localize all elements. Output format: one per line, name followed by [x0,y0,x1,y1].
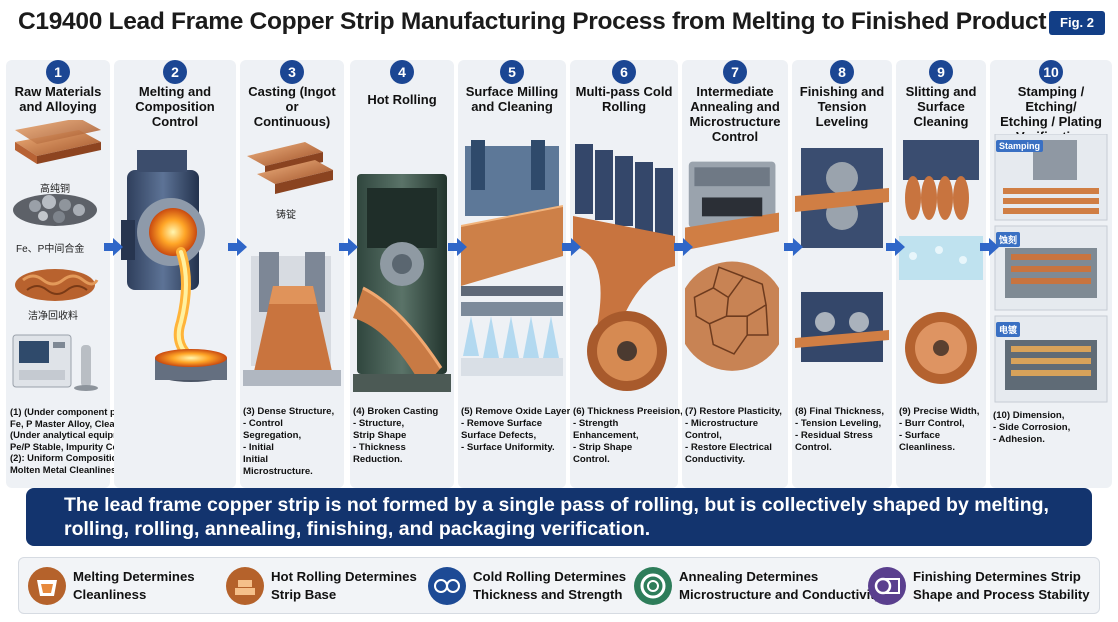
step-4-panel: 4 Hot Rolling (4) Broken Casting - Struc… [350,60,454,488]
step-number-badge: 1 [46,60,70,84]
illus-label-stamping: Stamping [996,140,1044,152]
step-10-panel: 10 Stamping / Etching/Etching / PlatingV… [990,60,1112,488]
step-number-badge: 3 [280,60,304,84]
step-number-badge: 10 [1039,60,1063,84]
arrow-right-icon [562,238,581,256]
illus-label-recycled-scrap: 洁净回收料 [28,311,78,322]
step-description: (3) Dense Structure, - Control Segregati… [243,406,335,477]
summary-line-2: rolling, rolling, annealing, finishing, … [64,518,651,540]
step-description: (6) Thickness Preeision, - Strength Enha… [573,406,683,465]
arrow-right-icon [886,238,905,256]
arrow-right-icon [228,238,247,256]
step-number-badge: 4 [390,60,414,84]
crucible-icon [28,567,66,605]
summary-line-1: The lead frame copper strip is not forme… [64,494,1049,516]
illus-label-master-alloy: Fe、P中间合金 [16,244,85,255]
arrow-right-icon [674,238,693,256]
step-number-badge: 7 [723,60,747,84]
arrow-right-icon [784,238,803,256]
step-description: (9) Precise Width, - Burr Control, - Sur… [899,406,980,453]
page-title: C19400 Lead Frame Copper Strip Manufactu… [18,8,1047,35]
step-number-badge: 8 [830,60,854,84]
casting-illustration [243,142,341,386]
illus-label-etching: 蚀刻 [996,232,1021,247]
milling-cleaning-illustration [461,140,563,376]
cold-rolling-mill-illustration [573,144,675,391]
stamping-etching-plating-illustration [994,134,1108,403]
illus-label-high-purity-copper: 高纯铜 [40,184,70,195]
arrow-right-icon [104,238,123,256]
step-description: (5) Remove Oxide Layer, - Remove Surface… [461,406,573,453]
slitting-cleaning-illustration [899,140,983,384]
arrow-right-icon [980,238,999,256]
step-number-badge: 6 [612,60,636,84]
step-number-badge: 9 [929,60,953,84]
rollers-icon [428,567,466,605]
finishing-leveling-illustration [795,148,889,362]
figure-badge: Fig. 2 [1049,11,1105,35]
step-description: (1) (Under component pile): High-purity … [10,406,230,475]
step-number-badge: 2 [163,60,187,84]
step-description: (8) Final Thickness, - Tension Leveling,… [795,406,885,453]
raw-materials-illustration [12,120,101,391]
step-description: (10) Dimension, - Side Corrosion, - Adhe… [993,410,1071,445]
step-description: (4) Broken Casting - Structure, Strip Sh… [353,406,439,465]
summary-banner: The lead frame copper strip is not forme… [26,488,1092,546]
arrow-right-icon [339,238,358,256]
illus-label-ingot: 铸锭 [276,210,296,221]
illus-label-plating: 电镀 [996,322,1021,337]
step-title: Hot Rolling [367,92,437,107]
coil-ring-icon [634,567,672,605]
strip-roll-icon [868,567,906,605]
arrow-right-icon [448,238,467,256]
hot-rolling-mill-illustration [353,174,451,392]
step-number-badge: 5 [500,60,524,84]
step-description: (7) Restore Plasticity, - Microstructure… [685,406,782,465]
ingot-stack-icon [226,567,264,605]
annealing-furnace-illustration [685,161,780,371]
melting-furnace-illustration [121,150,227,382]
